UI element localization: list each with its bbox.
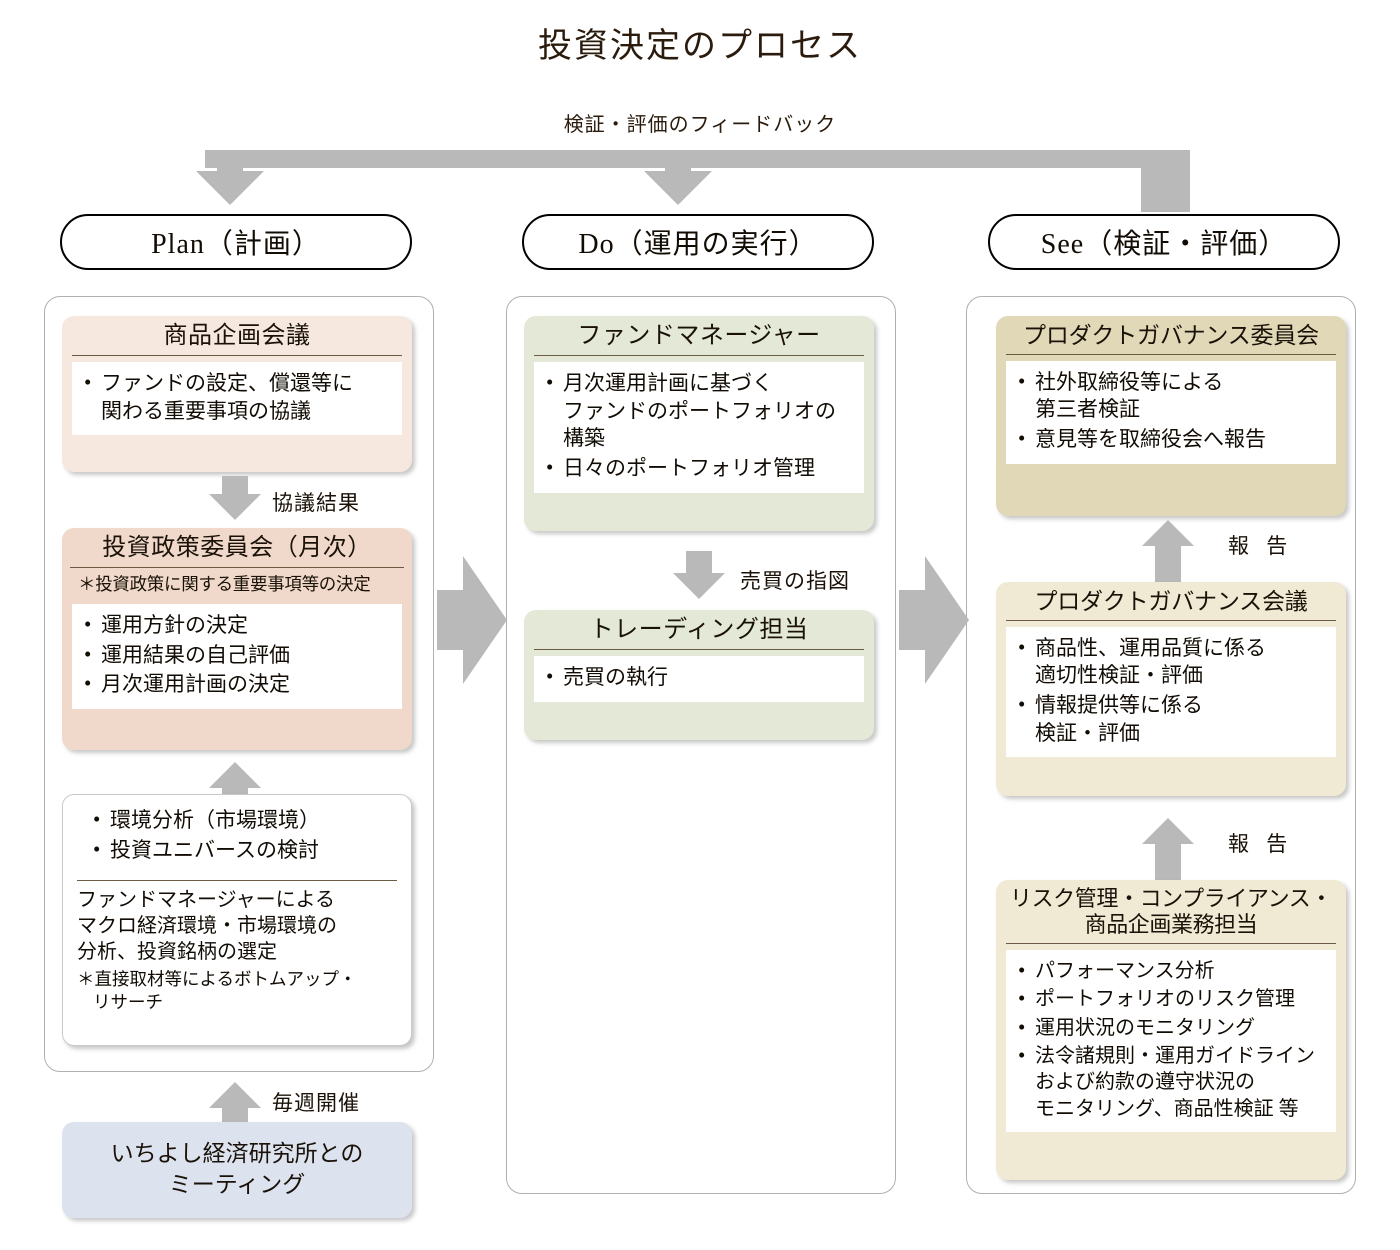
card-environment-analysis-bullets: 環境分析（市場環境） 投資ユニバースの検討 bbox=[63, 795, 411, 876]
phase-pill-plan-label: Plan（計画） bbox=[151, 229, 321, 260]
card-product-governance-committee[interactable]: プロダクトガバナンス委員会 社外取締役等による 第三者検証 意見等を取締役会へ報… bbox=[996, 316, 1346, 516]
list-item: 売買の執行 bbox=[544, 663, 854, 692]
arrow-report-to-meeting-label: 報 告 bbox=[1228, 832, 1294, 856]
arrow-trade-order-label: 売買の指図 bbox=[740, 569, 850, 593]
card-fund-manager-title: ファンドマネージャー bbox=[577, 323, 821, 349]
card-rule bbox=[534, 648, 864, 650]
card-product-governance-committee-body: 社外取締役等による 第三者検証 意見等を取締役会へ報告 bbox=[1006, 360, 1336, 464]
card-product-governance-meeting[interactable]: プロダクトガバナンス会議 商品性、運用品質に係る 適切性検証・評価 情報提供等に… bbox=[996, 582, 1346, 796]
card-trading-desk[interactable]: トレーディング担当 売買の執行 bbox=[524, 610, 874, 740]
arrow-consult-result-label: 協議結果 bbox=[272, 491, 360, 515]
arrow-weekly-meeting-label: 毎週開催 bbox=[272, 1091, 360, 1115]
feedback-loop-label: 検証・評価のフィードバック bbox=[563, 114, 837, 136]
plan-to-do-arrow bbox=[437, 556, 507, 684]
card-ichiyoshi-research-meeting[interactable]: いちよし経済研究所との ミーティング bbox=[62, 1122, 412, 1218]
card-fund-manager-body: 月次運用計画に基づく ファンドのポートフォリオの 構築 日々のポートフォリオ管理 bbox=[534, 361, 864, 493]
card-trading-desk-title: トレーディング担当 bbox=[589, 617, 809, 643]
list-item: 日々のポートフォリオ管理 bbox=[544, 454, 854, 483]
card-product-governance-committee-title: プロダクトガバナンス委員会 bbox=[1023, 323, 1319, 348]
card-risk-compliance-planning-title: リスク管理・コンプライアンス・ 商品企画業務担当 bbox=[1009, 886, 1333, 938]
do-to-see-arrow bbox=[899, 556, 969, 684]
card-risk-compliance-planning-body: パフォーマンス分析 ポートフォリオのリスク管理 運用状況のモニタリング 法令諸規… bbox=[1006, 949, 1336, 1133]
phase-pill-see[interactable]: See（検証・評価） bbox=[988, 214, 1340, 270]
card-rule bbox=[77, 880, 397, 882]
card-product-governance-meeting-title: プロダクトガバナンス会議 bbox=[1034, 589, 1308, 614]
feedback-arrow-plan-head bbox=[196, 171, 264, 205]
list-item: ファンドの設定、償還等に 関わる重要事項の協議 bbox=[82, 369, 392, 425]
card-rule bbox=[1006, 942, 1336, 944]
list-item: 月次運用計画の決定 bbox=[82, 670, 392, 699]
phase-pill-do[interactable]: Do（運用の実行） bbox=[522, 214, 874, 270]
list-item: 運用状況のモニタリング bbox=[1016, 1014, 1326, 1042]
list-item: 社外取締役等による 第三者検証 bbox=[1016, 368, 1326, 424]
list-item: ポートフォリオのリスク管理 bbox=[1016, 985, 1326, 1013]
card-risk-compliance-planning[interactable]: リスク管理・コンプライアンス・ 商品企画業務担当 パフォーマンス分析 ポートフォ… bbox=[996, 880, 1346, 1180]
phase-pill-plan[interactable]: Plan（計画） bbox=[60, 214, 412, 270]
card-investment-policy-committee[interactable]: 投資政策委員会（月次） ＊投資政策に関する重要事項等の決定 運用方針の決定 運用… bbox=[62, 528, 412, 750]
arrow-report-to-committee-label: 報 告 bbox=[1228, 534, 1294, 558]
card-product-governance-meeting-body: 商品性、運用品質に係る 適切性検証・評価 情報提供等に係る 検証・評価 bbox=[1006, 626, 1336, 758]
card-product-planning-meeting-title: 商品企画会議 bbox=[163, 323, 311, 349]
list-item: 投資ユニバースの検討 bbox=[91, 836, 397, 865]
feedback-arrow-do-head bbox=[644, 171, 712, 205]
feedback-bar-right-stem bbox=[1141, 150, 1190, 212]
card-rule bbox=[1006, 619, 1336, 621]
list-item: 情報提供等に係る 検証・評価 bbox=[1016, 691, 1326, 747]
card-product-planning-meeting[interactable]: 商品企画会議 ファンドの設定、償還等に 関わる重要事項の協議 bbox=[62, 316, 412, 472]
card-investment-policy-committee-body: 運用方針の決定 運用結果の自己評価 月次運用計画の決定 bbox=[72, 603, 402, 709]
card-environment-analysis[interactable]: 環境分析（市場環境） 投資ユニバースの検討 ファンドマネージャーによる マクロ経… bbox=[62, 794, 412, 1046]
page-title: 投資決定のプロセス bbox=[538, 28, 862, 65]
list-item: 商品性、運用品質に係る 適切性検証・評価 bbox=[1016, 634, 1326, 690]
list-item: 月次運用計画に基づく ファンドのポートフォリオの 構築 bbox=[544, 369, 854, 453]
card-product-planning-meeting-body: ファンドの設定、償還等に 関わる重要事項の協議 bbox=[72, 361, 402, 436]
card-investment-policy-committee-note: ＊投資政策に関する重要事項等の決定 bbox=[70, 566, 404, 600]
list-item: 運用結果の自己評価 bbox=[82, 641, 392, 670]
feedback-bar-horizontal bbox=[205, 150, 1190, 168]
list-item: 運用方針の決定 bbox=[82, 611, 392, 640]
card-fund-manager[interactable]: ファンドマネージャー 月次運用計画に基づく ファンドのポートフォリオの 構築 日… bbox=[524, 316, 874, 531]
list-item: 意見等を取締役会へ報告 bbox=[1016, 425, 1326, 454]
list-item: 法令諸規則・運用ガイドライン および約款の遵守状況の モニタリング、商品性検証 … bbox=[1016, 1042, 1326, 1122]
phase-pill-see-label: See（検証・評価） bbox=[1040, 229, 1288, 260]
list-item: パフォーマンス分析 bbox=[1016, 957, 1326, 985]
card-rule bbox=[534, 354, 864, 356]
card-ichiyoshi-research-meeting-text: いちよし経済研究所との ミーティング bbox=[110, 1141, 364, 1197]
card-rule bbox=[72, 354, 402, 356]
card-investment-policy-committee-title: 投資政策委員会（月次） bbox=[102, 535, 372, 561]
card-environment-analysis-paragraph: ファンドマネージャーによる マクロ経済環境・市場環境の 分析、投資銘柄の選定 ＊… bbox=[77, 889, 357, 1013]
list-item: 環境分析（市場環境） bbox=[91, 806, 397, 835]
phase-pill-do-label: Do（運用の実行） bbox=[578, 229, 818, 260]
card-rule bbox=[1006, 353, 1336, 355]
card-trading-desk-body: 売買の執行 bbox=[534, 655, 864, 702]
